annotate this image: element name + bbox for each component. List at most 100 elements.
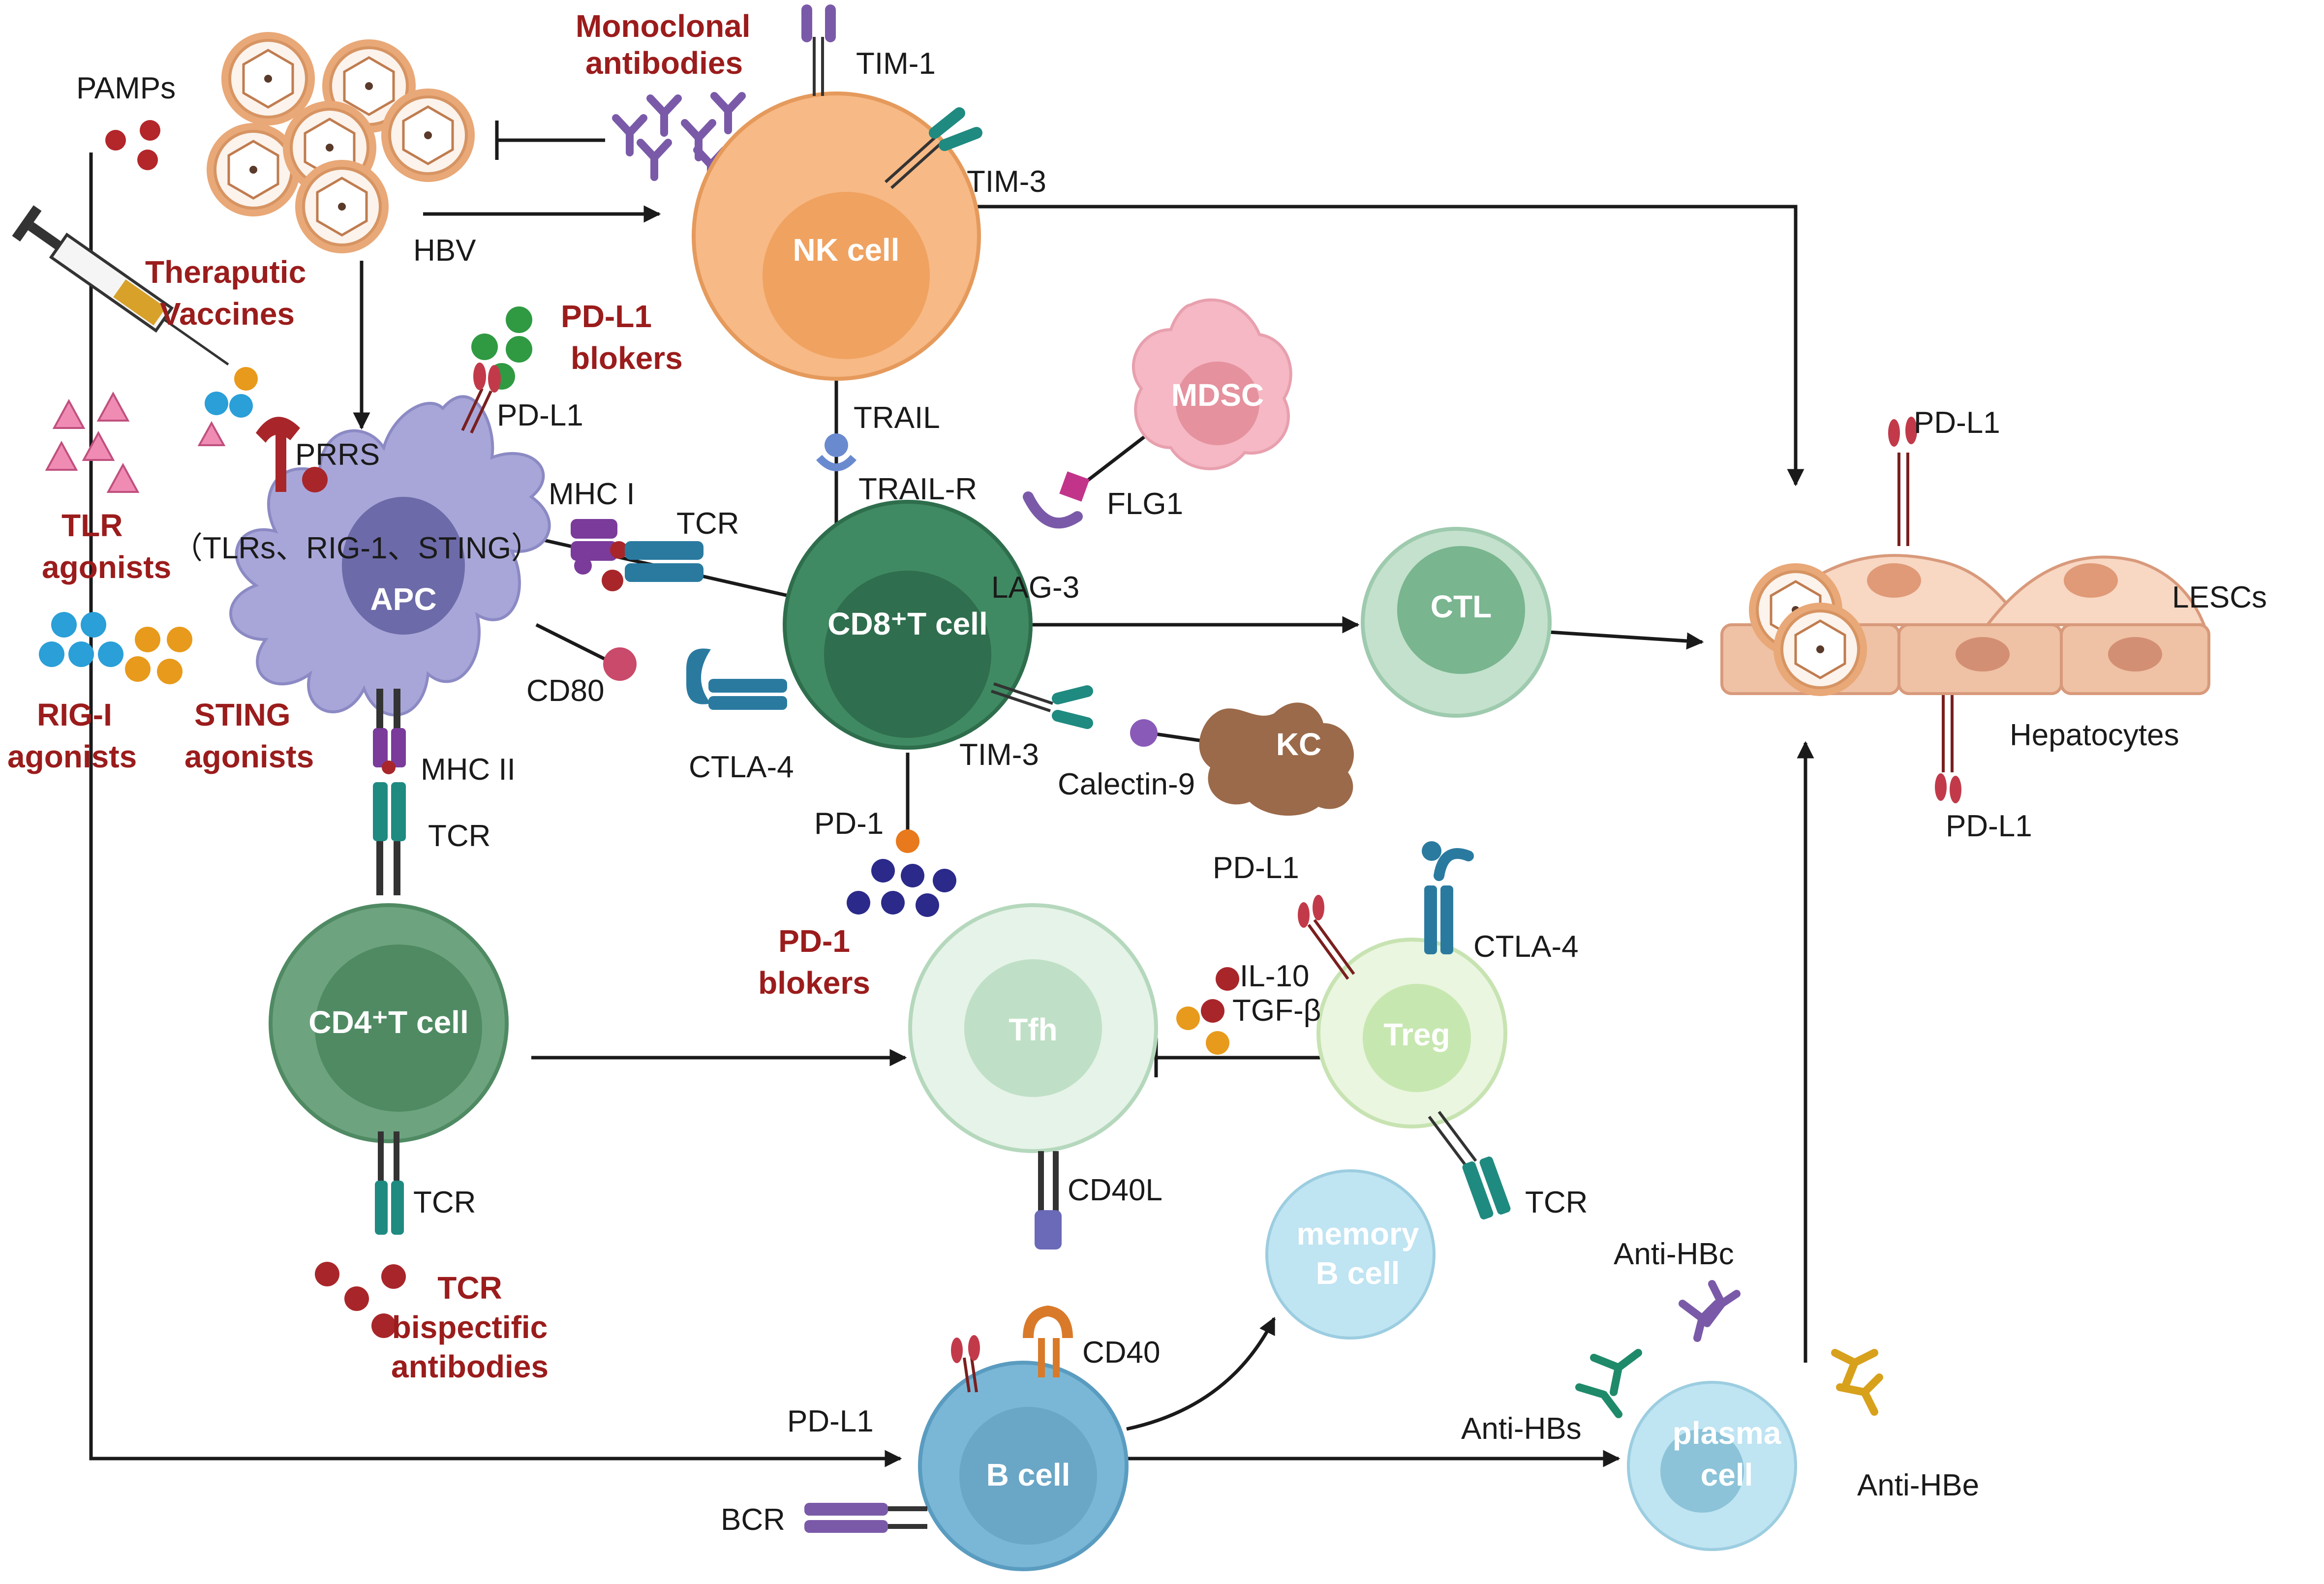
bcell-cd40 <box>1023 1305 1073 1377</box>
bcell-pdl1-label: PD-L1 <box>787 1404 874 1438</box>
bcell-pdl1 <box>951 1335 980 1393</box>
prr-receptor-icon <box>256 417 328 492</box>
pamps-label: PAMPs <box>76 71 176 105</box>
monoclonal-line2: antibodies <box>585 45 743 81</box>
prr-ligands <box>197 367 258 446</box>
lag3-label: LAG-3 <box>991 571 1079 605</box>
cd80-label: CD80 <box>526 674 605 708</box>
ctl-to-hepatocyte-arrow <box>1549 630 1704 650</box>
hepatocyte-tissue <box>1720 554 2210 696</box>
nk-cell: NK cell <box>692 91 981 381</box>
memory-b-line1: memory <box>1297 1216 1419 1251</box>
b-cell: B cell <box>918 1361 1129 1571</box>
lescs-label: LESCs <box>2172 580 2267 614</box>
pamps-dots <box>105 120 160 170</box>
syringe-icon <box>12 205 229 366</box>
plasma-line1: plasma <box>1673 1415 1781 1451</box>
pd1-receptor <box>896 829 919 853</box>
kc-cell: KC <box>1199 702 1354 816</box>
apc-pdl1-receptor <box>461 363 501 434</box>
ctl-cell: CTL <box>1361 527 1552 718</box>
tcr-bottom-label: TCR <box>413 1186 476 1219</box>
pdl1-hep-top-stalk <box>1897 453 1909 546</box>
pd1-blocker-dots <box>847 859 956 917</box>
sting-line2: agonists <box>184 739 314 774</box>
ctla4-cd8-receptor <box>686 648 787 710</box>
hep-pdl1-bottom-heads <box>1935 773 1961 803</box>
trail-label: TRAIL <box>854 401 940 435</box>
hbv-label: HBV <box>413 234 476 268</box>
tim1-receptor <box>801 4 836 96</box>
treg-label: Treg <box>1383 1017 1450 1052</box>
calectin-ligand <box>1130 719 1158 747</box>
tim3-cd8-label: TIM-3 <box>959 738 1039 772</box>
nk-label: NK cell <box>793 232 900 268</box>
treg-pdl1 <box>1298 895 1355 980</box>
treg-cell: Treg <box>1316 938 1507 1128</box>
nk-to-hepatocyte-arrow <box>962 205 1804 487</box>
cd40-label: CD40 <box>1082 1336 1161 1370</box>
rig-line2: agonists <box>7 739 137 774</box>
rig-line1: RIG-I <box>37 697 112 732</box>
plasma-line2: cell <box>1701 1457 1753 1493</box>
trail-r-label: TRAIL-R <box>858 472 977 506</box>
anti-hbc-antibodies <box>1679 1280 1741 1342</box>
pd1-label: PD-1 <box>814 807 884 841</box>
monoclonal-line1: Monoclonal <box>576 8 751 44</box>
tfh-label: Tfh <box>1009 1012 1058 1047</box>
anti-hbs-label: Anti-HBs <box>1461 1412 1582 1446</box>
mdsc-cell: MDSC <box>1131 298 1292 470</box>
treg-pdl1-label: PD-L1 <box>1213 851 1299 885</box>
bispecific-line1: TCR <box>437 1270 502 1306</box>
prrs-list-label: （TLRs、RIG-1、STING） <box>172 531 542 565</box>
treg-tcr <box>1428 1111 1511 1219</box>
mdsc-label: MDSC <box>1171 377 1264 413</box>
bispecific-line3: antibodies <box>391 1349 549 1384</box>
mhc2-tcr-complex <box>373 689 406 895</box>
tim1-label: TIM-1 <box>856 47 936 81</box>
bcell-to-memory-arrow <box>1126 1316 1276 1431</box>
kc-label: KC <box>1276 727 1321 762</box>
tim3-nk-label: TIM-3 <box>967 165 1046 199</box>
tlr-agonist-triangles <box>45 391 140 493</box>
mab-inhibit-line <box>495 121 605 160</box>
memory-b-line2: B cell <box>1316 1255 1400 1291</box>
anti-hbe-antibodies <box>1831 1349 1883 1416</box>
prrs-label: PRRS <box>295 438 380 472</box>
bcell-bcr <box>804 1503 927 1533</box>
tlr-line2: agonists <box>42 549 171 585</box>
tlr-line1: TLR <box>61 508 122 543</box>
sting-line1: STING <box>194 697 291 732</box>
cd40l-label: CD40L <box>1068 1173 1162 1207</box>
sting-agonist-dots <box>125 627 192 684</box>
bcr-label: BCR <box>721 1503 785 1537</box>
tcr-bispecific-dots <box>315 1262 406 1338</box>
mhc2-label: MHC II <box>421 753 516 787</box>
pd1-blokers-line2: blokers <box>758 965 870 1001</box>
cd80-stalk <box>535 623 606 661</box>
flg1-label: FLG1 <box>1107 487 1183 521</box>
hep-pdl1-top-label: PD-L1 <box>1914 406 2000 440</box>
anti-hbc-label: Anti-HBc <box>1614 1237 1734 1271</box>
pdl1-blokers-line2: blokers <box>571 340 683 376</box>
cd8-t-cell: CD8⁺T cell <box>783 500 1033 750</box>
cytokine-dots <box>1176 967 1239 1055</box>
anti-hbe-label: Anti-HBe <box>1857 1468 1979 1502</box>
tim3-cd8-receptor <box>991 682 1093 729</box>
vaccines-line2: Vaccines <box>160 296 295 332</box>
mhc1-tcr-complex <box>571 519 703 591</box>
bispecific-line2: bispectific <box>392 1310 548 1345</box>
treg-ctla4 <box>1422 841 1474 954</box>
bcell-label: B cell <box>986 1457 1070 1493</box>
mdsc-flg1-link <box>1081 434 1148 486</box>
il10-label: IL-10 <box>1240 959 1309 993</box>
pd1-blokers-line1: PD-1 <box>778 923 850 959</box>
cd4-bottom-tcr <box>375 1131 404 1235</box>
plasma-cell: plasma cell <box>1627 1381 1797 1551</box>
pdl1-blokers-line1: PD-L1 <box>561 299 652 334</box>
apc-pdl1-label: PD-L1 <box>497 398 583 432</box>
cd4-label: CD4⁺T cell <box>308 1005 468 1040</box>
treg-inhibit-tfh <box>1154 1038 1323 1077</box>
tgfb-label: TGF-β <box>1232 994 1321 1028</box>
